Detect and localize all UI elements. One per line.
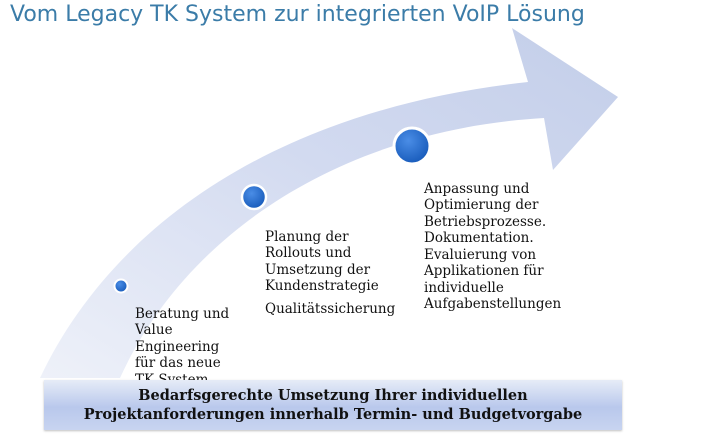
step-1-text: Beratung und Value Engineering für das n… [135, 289, 229, 388]
step-3-text: Anpassung und Optimierung der Betriebspr… [424, 164, 561, 313]
arrow-shape [40, 28, 618, 378]
step-1-label: Beratung und Value Engineering für das n… [135, 305, 230, 388]
step-2-extra-label: Qualitätssicherung [265, 300, 396, 317]
step-2-label: Planung der Rollouts und Umsetzung der K… [265, 228, 379, 295]
summary-banner: Bedarfsgerechte Umsetzung Ihrer individu… [44, 380, 622, 430]
page-title: Vom Legacy TK System zur integrierten Vo… [10, 2, 585, 27]
step-3-label: Anpassung und Optimierung der Betriebspr… [424, 180, 562, 313]
step-dot-2 [240, 183, 268, 211]
step-dot-3 [392, 126, 432, 166]
step-2-text: Planung der Rollouts und Umsetzung der K… [265, 212, 395, 334]
banner-line-2: Projektanforderungen innerhalb Termin- u… [83, 406, 583, 423]
step-dot-1 [113, 278, 129, 294]
banner-line-1: Bedarfsgerechte Umsetzung Ihrer individu… [138, 387, 528, 404]
